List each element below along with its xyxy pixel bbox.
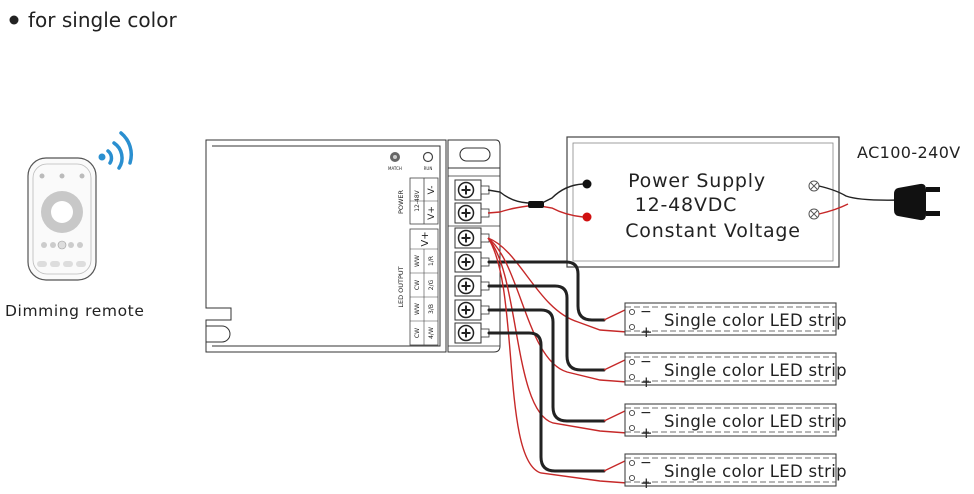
header-text: for single color <box>28 8 177 32</box>
output-channel-1: 1/R <box>428 256 435 266</box>
run-label: RUN <box>424 166 433 171</box>
strip-plus-label: + <box>640 373 653 391</box>
strip-minus-label: − <box>640 405 652 421</box>
terminal-screw-icon <box>454 227 490 249</box>
output-wires <box>487 237 628 484</box>
match-label: MATCH <box>388 166 402 171</box>
solder-pad-icon <box>628 409 636 417</box>
solder-pad-icon <box>628 424 636 432</box>
terminal-block <box>447 139 501 353</box>
output-type-2: CW <box>414 280 421 290</box>
psu-line-1: Power Supply <box>628 170 766 192</box>
terminal-screws <box>454 179 490 344</box>
dimming-remote <box>27 157 97 281</box>
output-group-label: LED OUTPUT <box>397 266 405 307</box>
dc-minus-terminal-icon <box>582 179 592 189</box>
solder-pad-icon <box>628 358 636 366</box>
bullet-icon <box>9 15 19 25</box>
ac-plug-icon <box>818 183 940 221</box>
terminal-screw-icon <box>454 322 490 344</box>
dc-plus-terminal-icon <box>582 212 592 222</box>
ac-input-label: AC100-240V <box>857 143 961 162</box>
terminal-screw-icon <box>454 202 490 224</box>
led-strip: − + Single color LED strip <box>624 403 847 442</box>
psu-line-3: Constant Voltage <box>625 220 801 242</box>
power-group-label: POWER <box>397 189 405 214</box>
solder-pad-icon <box>628 373 636 381</box>
terminal-screw-icon <box>454 275 490 297</box>
strip-label: Single color LED strip <box>664 311 847 330</box>
led-strip: − + Single color LED strip <box>624 352 847 391</box>
controller-box <box>205 139 447 353</box>
strip-label: Single color LED strip <box>664 412 847 431</box>
strip-plus-label: + <box>640 474 653 492</box>
strip-plus-label: + <box>640 424 653 442</box>
strip-minus-label: − <box>640 455 652 471</box>
terminal-v-plus-output: V+ <box>420 231 431 246</box>
terminal-v-plus-power: V+ <box>427 206 437 220</box>
power-label-panel: POWER 12-48V V- V+ <box>397 177 439 225</box>
led-strip: − + Single color LED strip <box>624 453 847 492</box>
terminal-screw-icon <box>454 179 490 201</box>
strip-label: Single color LED strip <box>664 462 847 481</box>
output-type-3: WW <box>414 303 421 315</box>
terminal-screw-icon <box>454 299 490 321</box>
strip-minus-label: − <box>640 304 652 320</box>
led-strips: −+Single color LED strip−+Single color L… <box>624 302 847 492</box>
psu-line-2: 12-48VDC <box>635 194 738 216</box>
power-voltage-label: 12-48V <box>414 189 421 211</box>
solder-pad-icon <box>628 323 636 331</box>
dc-input-wires <box>487 183 584 218</box>
remote-label: Dimming remote <box>5 302 145 320</box>
output-channel-3: 3/B <box>428 304 435 314</box>
wireless-signal-icon <box>98 131 134 170</box>
led-strip: − + Single color LED strip <box>624 302 847 341</box>
strip-plus-label: + <box>640 323 653 341</box>
strip-minus-label: − <box>640 354 652 370</box>
output-type-4: CW <box>414 328 421 338</box>
terminal-screw-icon <box>454 251 490 273</box>
output-label-panel: LED OUTPUT V+ WW CW WW CW 1/R 2/G 3/B 4/… <box>397 228 439 346</box>
power-supply: Power Supply 12-48VDC Constant Voltage <box>566 136 840 268</box>
output-channel-4: 4/W <box>428 327 435 339</box>
output-channel-2: 2/G <box>428 279 435 290</box>
strip-label: Single color LED strip <box>664 361 847 380</box>
run-led-icon <box>422 151 434 163</box>
solder-pad-icon <box>628 459 636 467</box>
solder-pad-icon <box>628 474 636 482</box>
output-type-1: WW <box>414 255 421 267</box>
terminal-v-minus: V- <box>427 186 437 195</box>
solder-pad-icon <box>628 308 636 316</box>
